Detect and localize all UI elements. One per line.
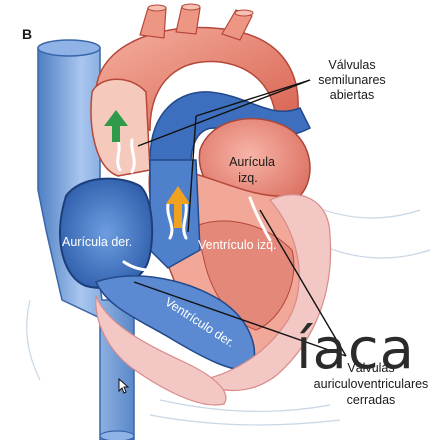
av-label-line-3: cerradas	[347, 393, 396, 407]
semilunar-label-line-2: semilunares	[318, 73, 385, 87]
background-word: íaca	[296, 322, 415, 378]
left-ventricle-label: Ventrículo izq.	[198, 238, 277, 252]
panel-letter: B	[22, 26, 32, 42]
semilunar-label-line-1: Válvulas	[328, 58, 375, 72]
semilunar-valves-label: Válvulas semilunares abiertas	[318, 58, 385, 102]
semilunar-label-line-3: abiertas	[330, 88, 374, 102]
left-atrium-label-line-1: Aurícula	[229, 155, 275, 169]
left-atrium-label-line-2: izq.	[238, 171, 257, 185]
right-atrium	[60, 179, 152, 288]
mouse-cursor-icon	[118, 378, 130, 394]
right-atrium-label: Aurícula der.	[62, 235, 132, 249]
